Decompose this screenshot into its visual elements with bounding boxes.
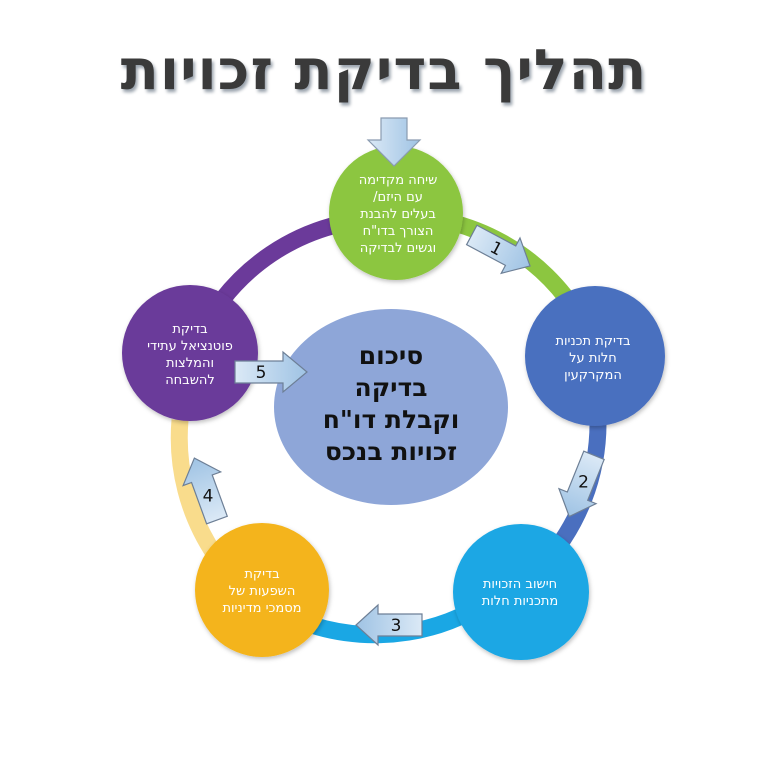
step-5-line-2: פוטנציאל עתידי: [147, 339, 233, 354]
arrow-3-label: 3: [391, 616, 402, 636]
arrow-5-shape: [234, 350, 308, 394]
diagram-title: תהליך בדיקת זכויות: [120, 38, 648, 103]
step-1-line-5: וגשים לבדיקה: [360, 241, 436, 256]
step-5-line-3: והמלצות: [166, 356, 214, 371]
step-text-pre-talk: שיחה מקדימה עם היזם/ בעלים להבנת הצורך ב…: [359, 173, 438, 256]
step-2-line-2: חלות על: [569, 351, 617, 366]
arrow-2-label: 2: [578, 472, 589, 492]
step-4-line-3: מסמכי מדיניות: [222, 601, 301, 616]
step-5-line-1: בדיקת: [172, 322, 207, 337]
step-circle-pre-talk: [329, 146, 463, 280]
step-2-line-1: בדיקת תכניות: [555, 334, 630, 349]
center-line-4: זכויות בנכס: [325, 437, 457, 466]
step-circle-future-potential: [122, 285, 258, 421]
arrow-4: 4: [182, 457, 229, 525]
center-line-3: וקבלת דו"ח: [323, 405, 460, 434]
arrow-5-label: 5: [256, 363, 267, 383]
arrow-4-shape: [182, 457, 229, 525]
step-1-line-2: עם היזם/: [373, 190, 423, 205]
ring-segment-4: [170, 419, 223, 560]
center-text-group: סיכום בדיקה וקבלת דו"ח זכויות בנכס: [323, 341, 460, 466]
step-5-line-4: להשבחה: [165, 373, 215, 388]
step-circle-rights-calc: [453, 524, 589, 660]
step-1-line-4: הצורך בדו"ח: [363, 224, 434, 239]
step-4-line-1: בדיקת: [244, 567, 279, 582]
arrow-4-label: 4: [203, 487, 214, 507]
arrow-5: 5: [234, 350, 308, 394]
arrow-3: 3: [355, 603, 423, 647]
step-text-policy-check: בדיקת השפעות של מסמכי מדיניות: [222, 567, 301, 616]
arrow-1: 1: [465, 224, 531, 275]
ring-segment-5: [215, 217, 335, 306]
arrow-2: 2: [557, 450, 605, 518]
step-2-line-3: המקרקעין: [564, 368, 622, 383]
step-text-rights-calc: חישוב הזכויות מתכניות חלות: [482, 577, 559, 609]
center-line-1: סיכום: [359, 341, 424, 370]
step-text-plans-check: בדיקת תכניות חלות על המקרקעין: [555, 334, 630, 383]
step-3-line-1: חישוב הזכויות: [483, 577, 557, 592]
step-3-line-2: מתכניות חלות: [482, 594, 559, 609]
step-1-line-3: בעלים להבנת: [360, 207, 436, 222]
center-line-2: בדיקה: [355, 373, 428, 402]
step-circle-policy-check: [195, 523, 329, 657]
entry-down-arrow: [366, 117, 422, 167]
step-1-line-1: שיחה מקדימה: [359, 173, 438, 188]
center-circle: [274, 309, 508, 505]
arrow-3-shape: [355, 603, 423, 647]
step-4-line-2: השפעות של: [229, 584, 296, 599]
step-circle-plans-check: [525, 286, 665, 426]
arrow-1-shape: [465, 224, 531, 275]
arrow-2-shape: [557, 450, 605, 518]
step-text-future-potential: בדיקת פוטנציאל עתידי והמלצות להשבחה: [147, 322, 233, 388]
